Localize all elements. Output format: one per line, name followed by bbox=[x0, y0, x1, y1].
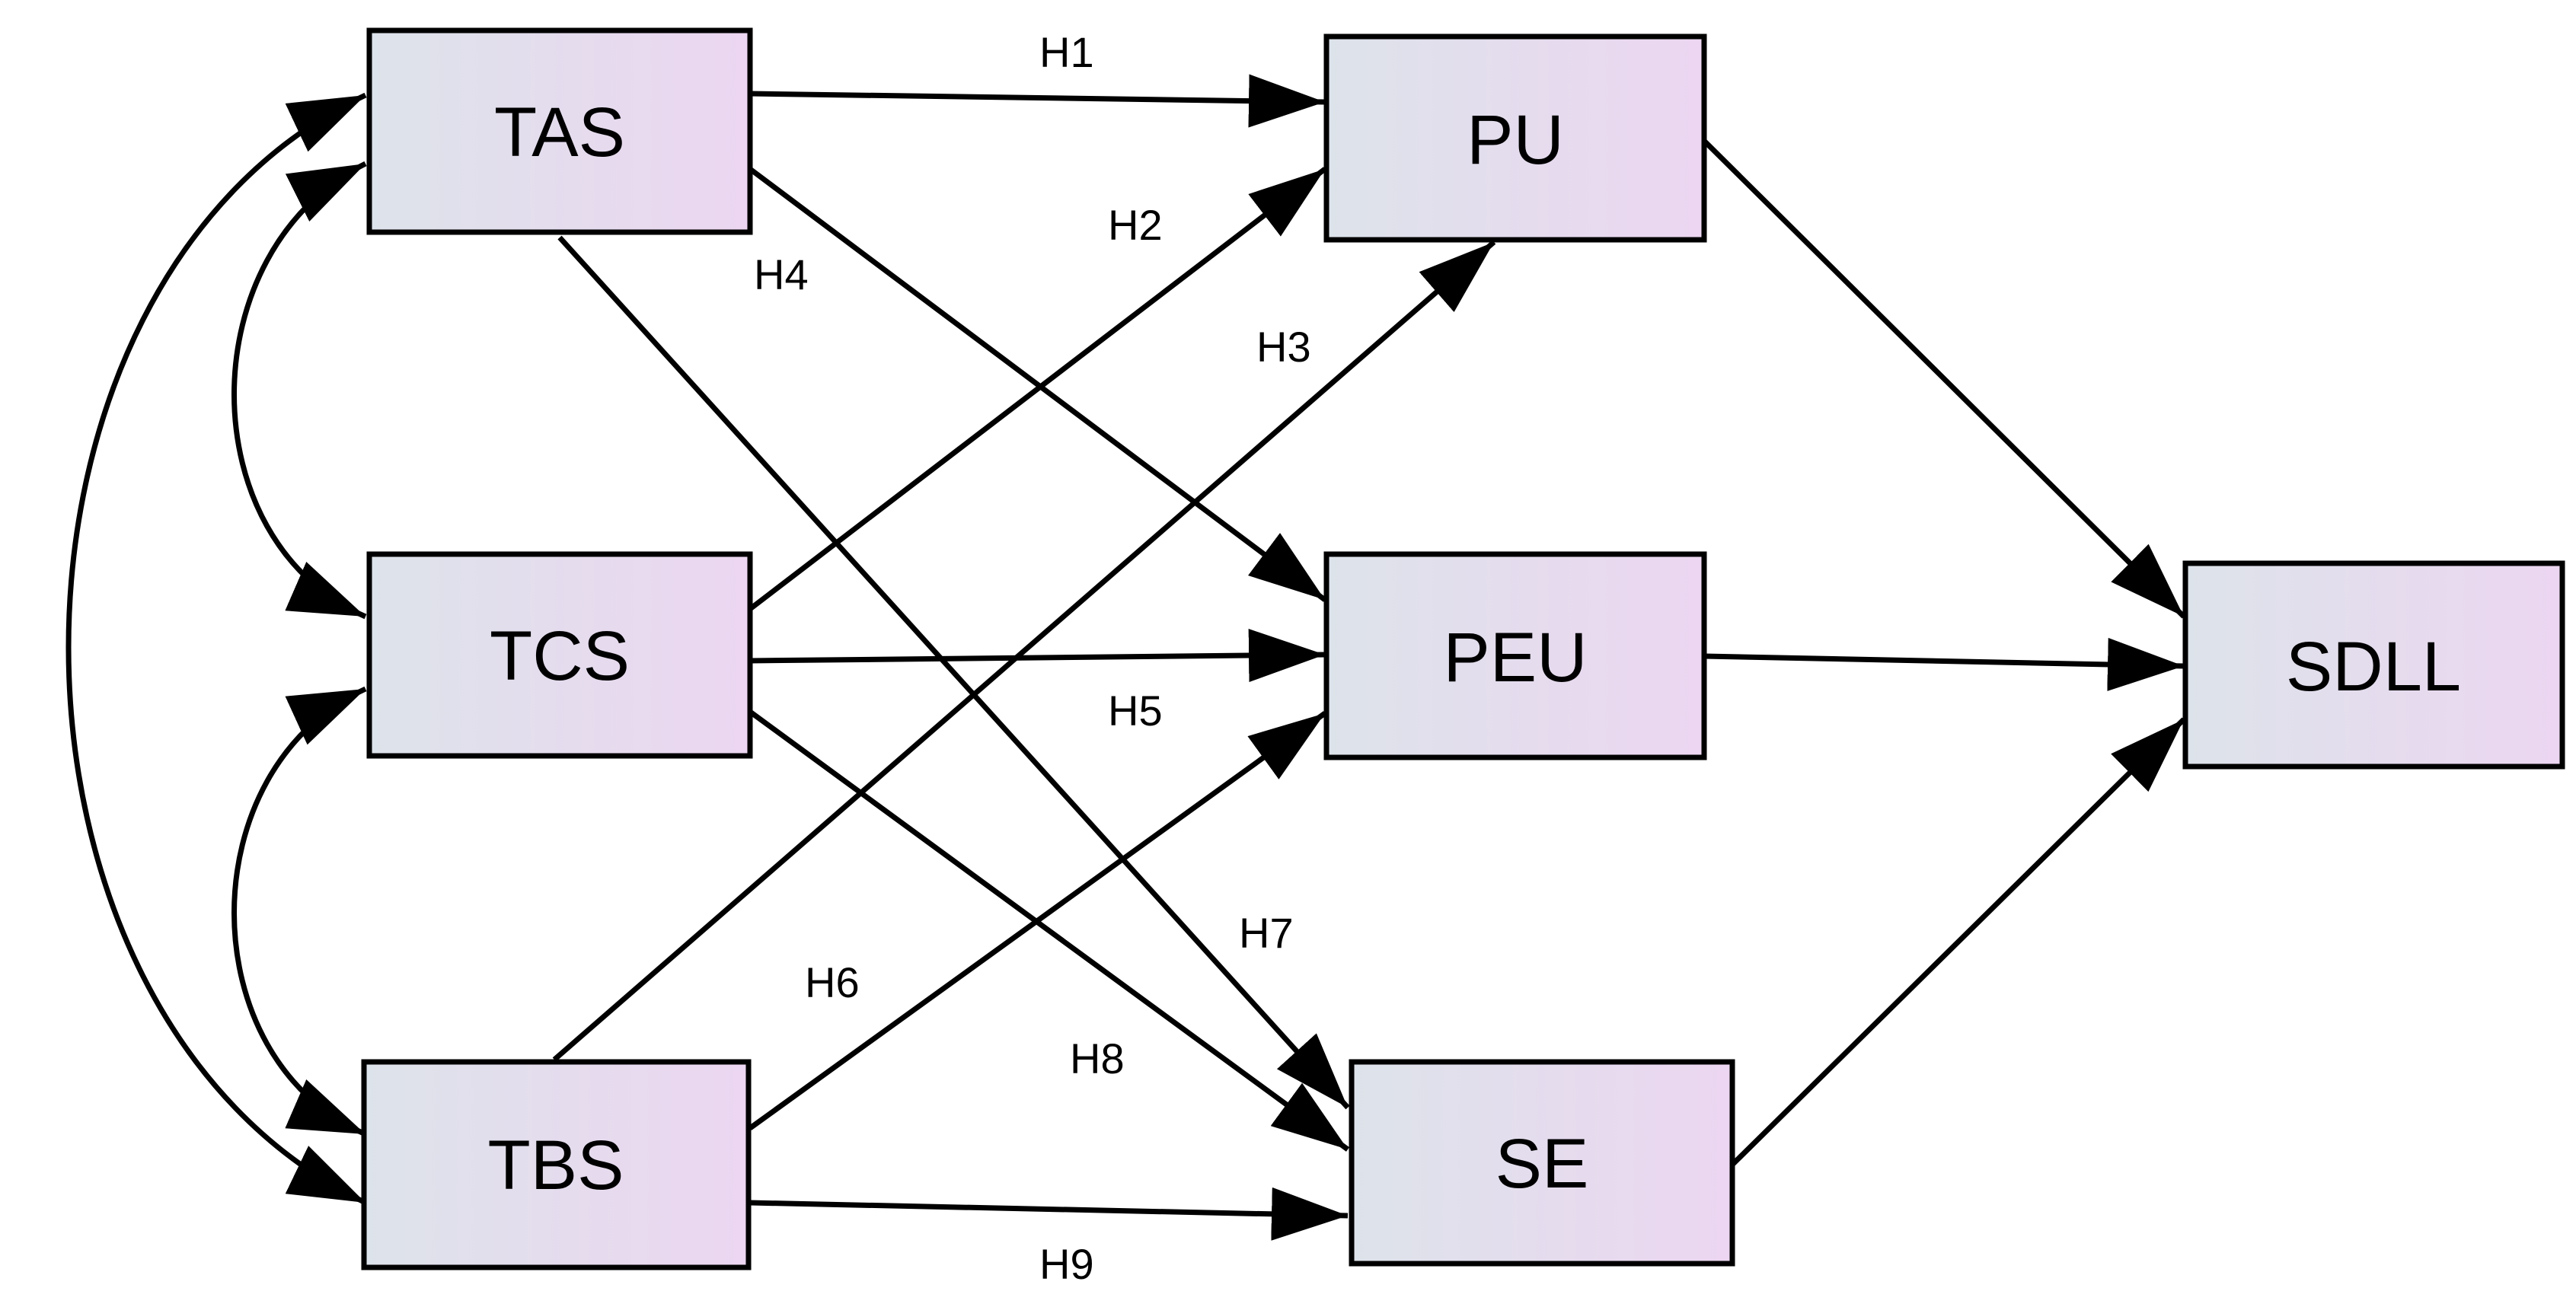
label-h4: H4 bbox=[754, 250, 809, 298]
label-h9: H9 bbox=[1039, 1240, 1094, 1288]
node-pu: PU bbox=[1323, 33, 1707, 243]
path-peu-sdll bbox=[1703, 637, 2185, 691]
node-tbs: TBS bbox=[361, 1059, 752, 1270]
path-h3 bbox=[552, 240, 1496, 1062]
label-h6: H6 bbox=[805, 958, 860, 1006]
node-tbs-label: TBS bbox=[488, 1127, 624, 1204]
path-h8 bbox=[748, 709, 1350, 1152]
path-h9 bbox=[749, 1187, 1349, 1241]
label-h3: H3 bbox=[1256, 323, 1311, 371]
path-h5 bbox=[749, 629, 1326, 683]
node-peu: PEU bbox=[1323, 551, 1707, 760]
path-h2 bbox=[748, 167, 1327, 611]
label-h5: H5 bbox=[1108, 687, 1163, 735]
path-h4 bbox=[748, 167, 1327, 602]
node-tcs: TCS bbox=[366, 551, 753, 759]
node-se-label: SE bbox=[1495, 1125, 1589, 1203]
covariance-tas-tcs bbox=[231, 161, 367, 620]
node-sdll: SDLL bbox=[2182, 560, 2565, 770]
node-pu-label: PU bbox=[1467, 101, 1564, 179]
label-h7: H7 bbox=[1239, 909, 1294, 957]
label-h1: H1 bbox=[1039, 28, 1094, 76]
label-h2: H2 bbox=[1108, 201, 1163, 249]
node-sdll-label: SDLL bbox=[2286, 628, 2461, 706]
covariance-tas-tbs bbox=[65, 92, 367, 1206]
node-se: SE bbox=[1349, 1059, 1735, 1267]
node-tas: TAS bbox=[366, 27, 753, 235]
node-tas-label: TAS bbox=[494, 94, 625, 171]
node-tcs-label: TCS bbox=[490, 617, 630, 695]
path-h1 bbox=[749, 74, 1326, 128]
covariance-tcs-tbs bbox=[231, 686, 367, 1137]
path-se-sdll bbox=[1730, 717, 2186, 1167]
path-h7 bbox=[557, 235, 1350, 1110]
label-h8: H8 bbox=[1070, 1034, 1125, 1082]
node-peu-label: PEU bbox=[1443, 619, 1587, 697]
path-pu-sdll bbox=[1702, 139, 2186, 619]
